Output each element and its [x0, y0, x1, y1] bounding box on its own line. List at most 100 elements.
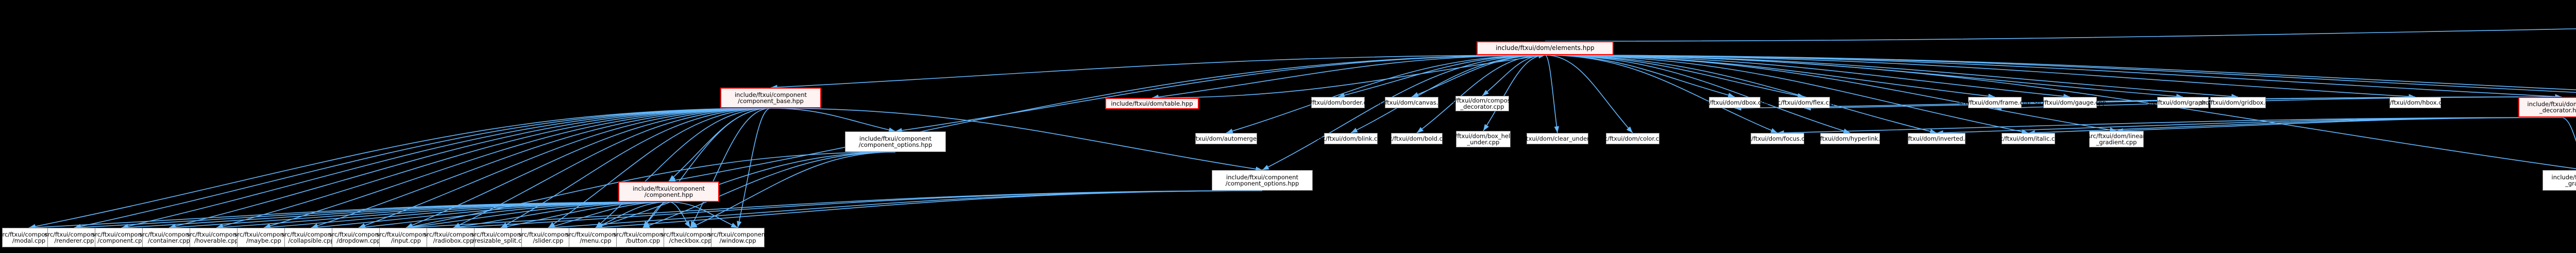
graph-edge	[28, 201, 669, 230]
graph-edge	[1777, 117, 2562, 136]
graph-node[interactable]: src/ftxui/component /button.cpp	[613, 228, 673, 247]
graph-node[interactable]: include/ftxui/component /component_optio…	[1212, 170, 1313, 191]
graph-edge	[1416, 55, 1546, 133]
graph-node[interactable]: include/ftxui/dom/node _decorator.hpp	[2518, 97, 2576, 117]
graph-node[interactable]: src/ftxui/dom/inverted.cpp	[1897, 133, 1976, 144]
graph-node[interactable]: src/ftxui/dom/gauge.cpp	[2034, 97, 2106, 108]
graph-edge	[895, 55, 1546, 133]
graph-edge	[1545, 55, 2576, 91]
graph-node[interactable]: src/ftxui/component /renderer.cpp	[44, 228, 104, 247]
graph-node[interactable]: src/ftxui/component /collapsible.cpp	[281, 228, 341, 247]
graph-node[interactable]: src/ftxui/component /radiobox.cpp	[423, 228, 483, 247]
graph-edge	[1545, 55, 1778, 133]
graph-node[interactable]: src/ftxui/dom/bold.cpp	[1384, 133, 1450, 144]
graph-node[interactable]: include/ftxui/dom/elements.hpp	[1477, 41, 1614, 55]
graph-edge	[1545, 55, 2576, 93]
graph-node[interactable]: include/ftxui/dom/table.hpp	[1105, 98, 1199, 109]
graph-edge	[453, 190, 1263, 230]
graph-edge	[1936, 117, 2562, 136]
graph-edge	[358, 201, 669, 230]
graph-node[interactable]: src/ftxui/dom/flex.cpp	[1772, 97, 1837, 108]
graph-edge	[311, 108, 771, 228]
graph-edge	[1545, 55, 1851, 133]
graph-edge	[453, 108, 771, 228]
graph-node[interactable]: src/ftxui/component /dropdown.cpp	[329, 228, 388, 247]
graph-node[interactable]: src/ftxui/dom/blink.cpp	[1317, 133, 1385, 144]
graph-edge	[1545, 55, 2071, 99]
graph-edge	[1350, 55, 1546, 133]
graph-edge	[1545, 55, 2562, 99]
graph-node[interactable]: include/ftxui/component /component_base.…	[720, 88, 821, 108]
graph-node[interactable]: src/ftxui/dom/box_helper _under.cpp	[1447, 131, 1520, 147]
graph-node[interactable]: src/ftxui/dom/hbox.cpp	[2381, 97, 2449, 108]
graph-edge	[358, 108, 771, 228]
graph-node[interactable]: include/ftxui/component /component.hpp	[618, 181, 719, 202]
graph-edge	[74, 108, 771, 229]
graph-edge	[263, 201, 669, 230]
graph-edge	[263, 108, 771, 228]
graph-edge	[168, 201, 669, 230]
graph-node[interactable]: src/ftxui/dom/hyperlink.cpp	[1809, 133, 1891, 144]
graph-node[interactable]: src/ftxui/dom/border.cpp	[1301, 97, 1375, 108]
graph-node[interactable]: src/ftxui/component /modal.cpp	[0, 228, 59, 247]
graph-node[interactable]: include/ftxui/dom/node _gradient.hpp	[2543, 170, 2576, 191]
graph-edge	[595, 201, 669, 228]
graph-edge	[2561, 117, 2576, 142]
graph-node[interactable]: src/ftxui/dom/linear _gradient.cpp	[2088, 131, 2145, 147]
graph-node[interactable]: src/ftxui/component /input.cpp	[376, 228, 436, 247]
graph-edge	[690, 108, 771, 228]
graph-node[interactable]: src/ftxui/component /hoverable.cpp	[187, 228, 246, 247]
graph-edge	[668, 201, 691, 228]
graph-edge	[1545, 55, 2239, 99]
graph-edge	[1545, 55, 1633, 133]
graph-edge	[770, 108, 896, 132]
graph-node[interactable]: include/ftxui/component /component_optio…	[845, 131, 946, 152]
graph-edge	[770, 55, 1546, 90]
graph-edge	[1545, 55, 1937, 134]
graph-node[interactable]: src/ftxui/dom/clear_under.cpp	[1514, 133, 1601, 144]
graph-edge	[121, 108, 771, 229]
graph-node[interactable]: src/ftxui/dom/italic.cpp	[1994, 133, 2062, 144]
graph-node[interactable]: src/ftxui/component /window.cpp	[708, 228, 768, 247]
graph-edge	[595, 108, 771, 228]
graph-edge	[500, 108, 771, 228]
graph-edge	[311, 201, 669, 230]
graph-node[interactable]: src/ftxui/dom/frame.cpp	[1959, 97, 2030, 108]
graph-node[interactable]: src/ftxui/dom/composite _decorator.cpp	[1446, 96, 1518, 111]
graph-node[interactable]: src/ftxui/dom/color.cpp	[1599, 133, 1667, 144]
graph-edge	[405, 201, 669, 230]
graph-edge	[28, 108, 771, 229]
graph-edge	[1545, 28, 2576, 42]
graph-edge	[668, 108, 771, 182]
graph-node[interactable]: src/ftxui/dom/focus.cpp	[1743, 133, 1812, 144]
graph-node[interactable]: src/ftxui/component /container.cpp	[139, 228, 199, 247]
graph-edge	[1545, 55, 2029, 134]
graph-edge	[1262, 55, 1546, 171]
graph-edge	[1545, 55, 2183, 99]
graph-edge	[1337, 55, 1546, 98]
graph-node[interactable]: src/ftxui/component /component.cpp	[92, 228, 151, 247]
graph-edge	[668, 55, 1546, 183]
graph-edge	[453, 201, 669, 229]
graph-edge	[1545, 55, 1735, 98]
graph-edge	[690, 151, 896, 228]
graph-edge	[1482, 55, 1546, 96]
graph-edge	[642, 108, 771, 228]
graph-edge	[548, 201, 669, 229]
graph-node[interactable]: src/ftxui/dom/automerge.cpp	[1183, 133, 1269, 144]
graph-node[interactable]: src/ftxui/dom/dbox.cpp	[1701, 97, 1769, 108]
graph-edge	[1483, 55, 1546, 131]
graph-node[interactable]: src/ftxui/dom/gridbox.cpp	[2200, 97, 2276, 108]
graph-edge	[548, 108, 771, 228]
graph-node[interactable]: src/ftxui/component /menu.cpp	[566, 228, 625, 247]
graph-node[interactable]: src/ftxui/component /checkbox.cpp	[660, 228, 720, 247]
graph-edge	[405, 190, 1263, 230]
graph-edge	[642, 201, 669, 228]
graph-edge	[1545, 55, 2416, 99]
graph-edge	[121, 201, 669, 230]
graph-edge	[74, 201, 669, 230]
graph-node[interactable]: src/ftxui/dom/canvas.cpp	[1375, 97, 1449, 108]
graph-edge	[737, 108, 771, 228]
graph-edge	[668, 201, 738, 228]
